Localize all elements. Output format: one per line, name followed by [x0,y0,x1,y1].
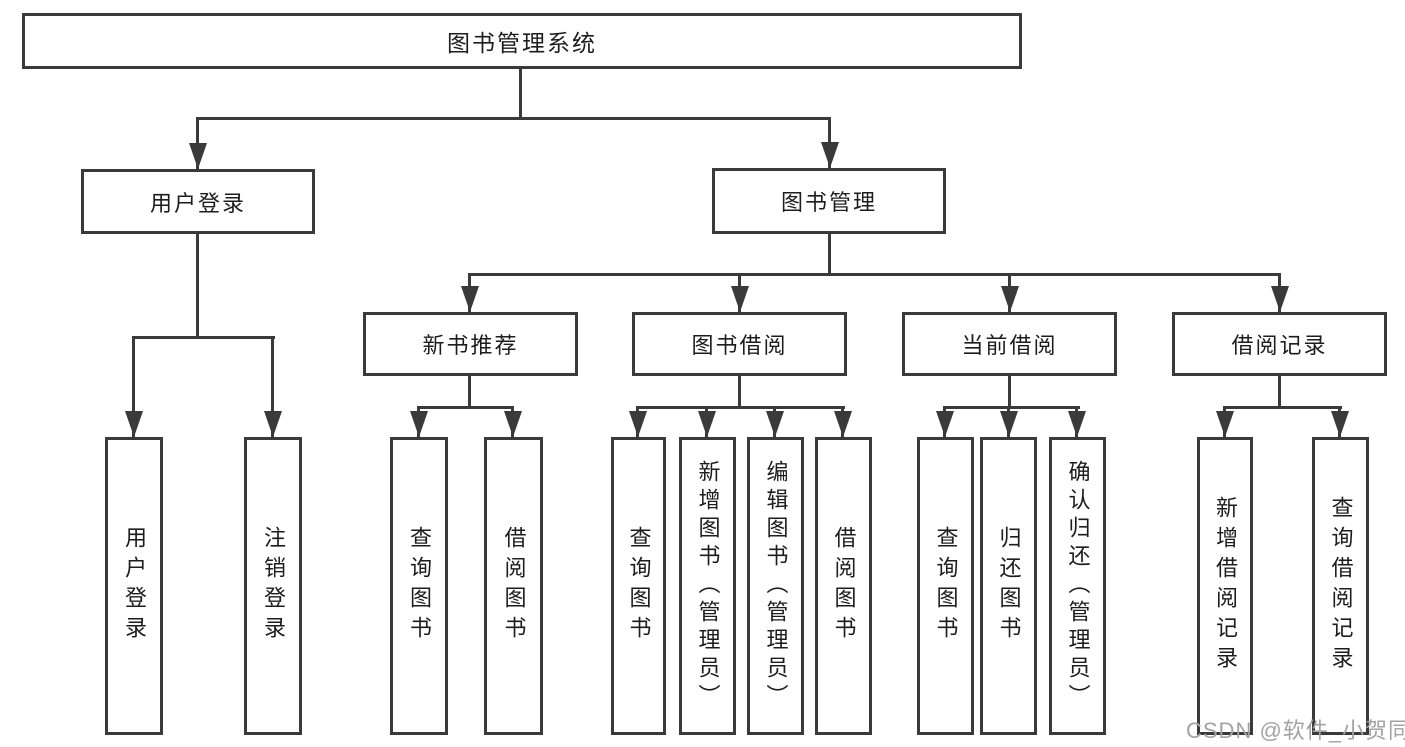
arrowhead-leaf-add-record [1216,411,1234,437]
leaf-user-login-label: 用户登录 [122,526,147,646]
arrowhead-book-borrow [731,286,749,312]
leaf-query-books-borrowing-label: 查询图书 [626,526,652,646]
connector-user-login-hline [132,336,275,339]
connector-groupC-hline [943,406,1080,409]
node-library-system: 图书管理系统 [22,13,1022,69]
arrowhead-leaf-logout [264,411,282,437]
arrowhead-leaf-query-borrowing [629,411,647,437]
leaf-edit-book-admin: 编辑图书（管理员） [747,437,804,735]
leaf-return-books-label: 归还图书 [996,526,1022,646]
connector-groupB-hline [636,406,845,409]
connector-groupA-hline [417,406,514,409]
leaf-borrow-books-recommend: 借阅图书 [484,437,543,735]
node-user-login: 用户登录 [81,169,315,234]
arrowhead-leaf-user-login [125,411,143,437]
leaf-query-books-recommend: 查询图书 [390,437,448,735]
leaf-borrow-books-borrowing-label: 借阅图书 [831,526,857,646]
connector-groupB-trunk [738,376,741,409]
arrowhead-leaf-add-book [698,411,716,437]
leaf-query-borrow-record: 查询借阅记录 [1312,437,1369,735]
arrowhead-new-book [461,286,479,312]
connector-groupA-trunk [468,376,471,409]
leaf-add-book-admin-label: 新增图书（管理员） [695,460,721,712]
connector-groupD-trunk [1278,376,1281,409]
arrowhead-leaf-query-recommend [410,411,428,437]
leaf-return-books: 归还图书 [980,437,1037,735]
arrowhead-leaf-query-record [1331,411,1349,437]
leaf-query-books-current-label: 查询图书 [933,526,959,646]
arrowhead-leaf-borrow-recommend [504,411,522,437]
node-new-book-recommend: 新书推荐 [363,312,578,376]
leaf-query-books-recommend-label: 查询图书 [407,526,432,646]
arrowhead-leaf-confirm-return [1068,411,1086,437]
arrowhead-current-borrow [1001,286,1019,312]
arrowhead-leaf-borrow-borrowing [834,411,852,437]
arrowhead-book-mgmt [821,142,839,168]
connector-user-login-trunk [196,234,199,339]
connector-groupD-hline [1223,406,1342,409]
arrowhead-leaf-query-current [936,411,954,437]
leaf-confirm-return-admin: 确认归还（管理员） [1049,437,1106,735]
leaf-borrow-books-borrowing: 借阅图书 [815,437,872,735]
node-borrowing-records: 借阅记录 [1172,312,1387,376]
leaf-query-borrow-record-label: 查询借阅记录 [1328,496,1354,676]
connector-stub-leaf-logout [271,336,274,437]
leaf-borrow-books-recommend-label: 借阅图书 [501,526,527,646]
watermark-text: CSDN @软件_小贺同学 [1186,718,1405,743]
connector-root-trunk [519,69,522,119]
connector-stub-leaf-user-login [132,336,135,437]
leaf-user-login: 用户登录 [105,437,163,735]
leaf-query-books-borrowing: 查询图书 [611,437,666,735]
arrowhead-user-login [189,143,207,169]
leaf-logout-label: 注销登录 [261,526,286,646]
node-book-management: 图书管理 [712,168,946,234]
arrowhead-leaf-edit-book [766,411,784,437]
node-current-borrowing: 当前借阅 [902,312,1117,376]
leaf-confirm-return-admin-label: 确认归还（管理员） [1065,460,1091,712]
leaf-add-borrow-record: 新增借阅记录 [1197,437,1253,735]
leaf-edit-book-admin-label: 编辑图书（管理员） [763,460,789,712]
leaf-add-book-admin: 新增图书（管理员） [679,437,736,735]
arrowhead-borrow-records [1271,286,1289,312]
connector-book-mgmt-trunk [828,234,831,276]
leaf-query-books-current: 查询图书 [917,437,974,735]
node-book-borrowing: 图书借阅 [632,312,847,376]
leaf-logout: 注销登录 [244,437,302,735]
connector-groupC-trunk [1008,376,1011,409]
connector-level1-hline [196,117,831,120]
arrowhead-leaf-return-books [1000,411,1018,437]
connector-level2-hline [468,273,1281,276]
leaf-add-borrow-record-label: 新增借阅记录 [1213,496,1238,676]
